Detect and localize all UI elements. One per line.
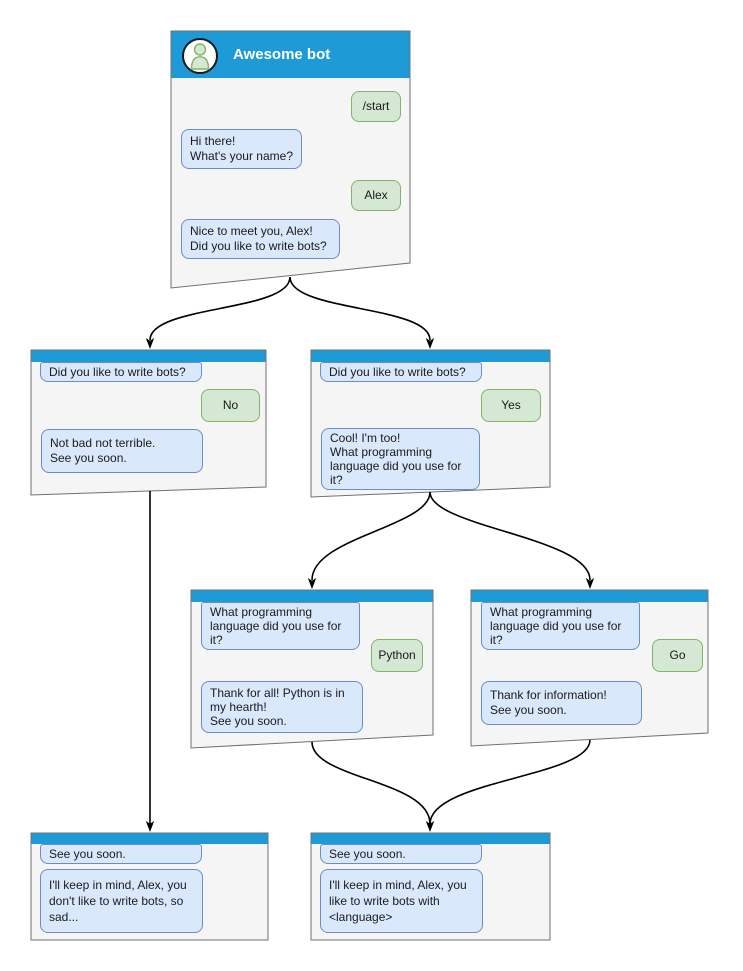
end-no-window-outline bbox=[30, 832, 269, 941]
arrowhead bbox=[307, 578, 317, 589]
message-bubble-bot[interactable]: Thank for information! See you soon. bbox=[481, 681, 642, 725]
python-window-outline bbox=[190, 589, 434, 749]
message-bubble-bot[interactable]: Did you like to write bots? bbox=[40, 362, 202, 382]
end-yes-window-outline bbox=[310, 832, 551, 941]
message-bubble-bot[interactable]: Nice to meet you, Alex! Did you like to … bbox=[181, 219, 340, 259]
edge-python-to-end-yes[interactable] bbox=[311, 741, 431, 825]
message-bubble-bot[interactable]: Not bad not terrible. See you soon. bbox=[41, 429, 203, 473]
arrowhead bbox=[585, 578, 595, 589]
edge-go-to-end-yes[interactable] bbox=[429, 739, 591, 825]
message-bubble-bot[interactable]: I'll keep in mind, Alex, you like to wri… bbox=[320, 869, 483, 933]
go-window-outline bbox=[470, 589, 709, 747]
root-window-outline bbox=[170, 30, 411, 289]
message-bubble-bot[interactable]: See you soon. bbox=[40, 844, 202, 864]
branch-yes-window-outline bbox=[310, 349, 551, 498]
message-bubble-user[interactable]: Alex bbox=[351, 180, 401, 211]
end-no-header-bar bbox=[31, 833, 268, 844]
arrowhead bbox=[145, 821, 155, 832]
arrowhead bbox=[145, 338, 155, 349]
message-bubble-bot[interactable]: What programming language did you use fo… bbox=[481, 602, 640, 650]
message-bubble-user[interactable]: No bbox=[201, 389, 260, 422]
branch-no-window-outline bbox=[30, 349, 267, 496]
edge-root-to-branch-yes[interactable] bbox=[289, 276, 431, 341]
message-bubble-bot[interactable]: What programming language did you use fo… bbox=[201, 602, 360, 650]
message-bubble-bot[interactable]: Hi there! What's your name? bbox=[181, 129, 302, 169]
message-bubble-bot[interactable]: Did you like to write bots? bbox=[320, 362, 482, 382]
end-yes-header-bar bbox=[311, 833, 550, 844]
branch-no-header-bar bbox=[31, 350, 266, 362]
message-bubble-user[interactable]: Go bbox=[652, 639, 703, 672]
message-bubble-bot[interactable]: See you soon. bbox=[320, 844, 482, 864]
branch-yes-header-bar bbox=[311, 350, 550, 362]
message-bubble-bot[interactable]: I'll keep in mind, Alex, you don't like … bbox=[40, 869, 203, 933]
go-header-bar bbox=[471, 590, 708, 602]
message-bubble-bot[interactable]: Thank for all! Python is in my hearth! S… bbox=[201, 681, 363, 733]
user-icon bbox=[182, 38, 218, 74]
edge-root-to-branch-no[interactable] bbox=[149, 276, 291, 341]
arrowhead bbox=[425, 338, 435, 349]
message-bubble-user[interactable]: Python bbox=[371, 639, 423, 672]
root-window-title: Awesome bot bbox=[233, 46, 331, 63]
edge-branch-yes-to-python[interactable] bbox=[311, 491, 431, 581]
arrowhead bbox=[425, 821, 435, 832]
message-bubble-user[interactable]: /start bbox=[351, 91, 401, 122]
edge-branch-yes-to-go[interactable] bbox=[429, 491, 591, 581]
message-bubble-bot[interactable]: Cool! I'm too! What programming language… bbox=[321, 428, 480, 490]
message-bubble-user[interactable]: Yes bbox=[481, 389, 541, 422]
python-header-bar bbox=[191, 590, 433, 602]
